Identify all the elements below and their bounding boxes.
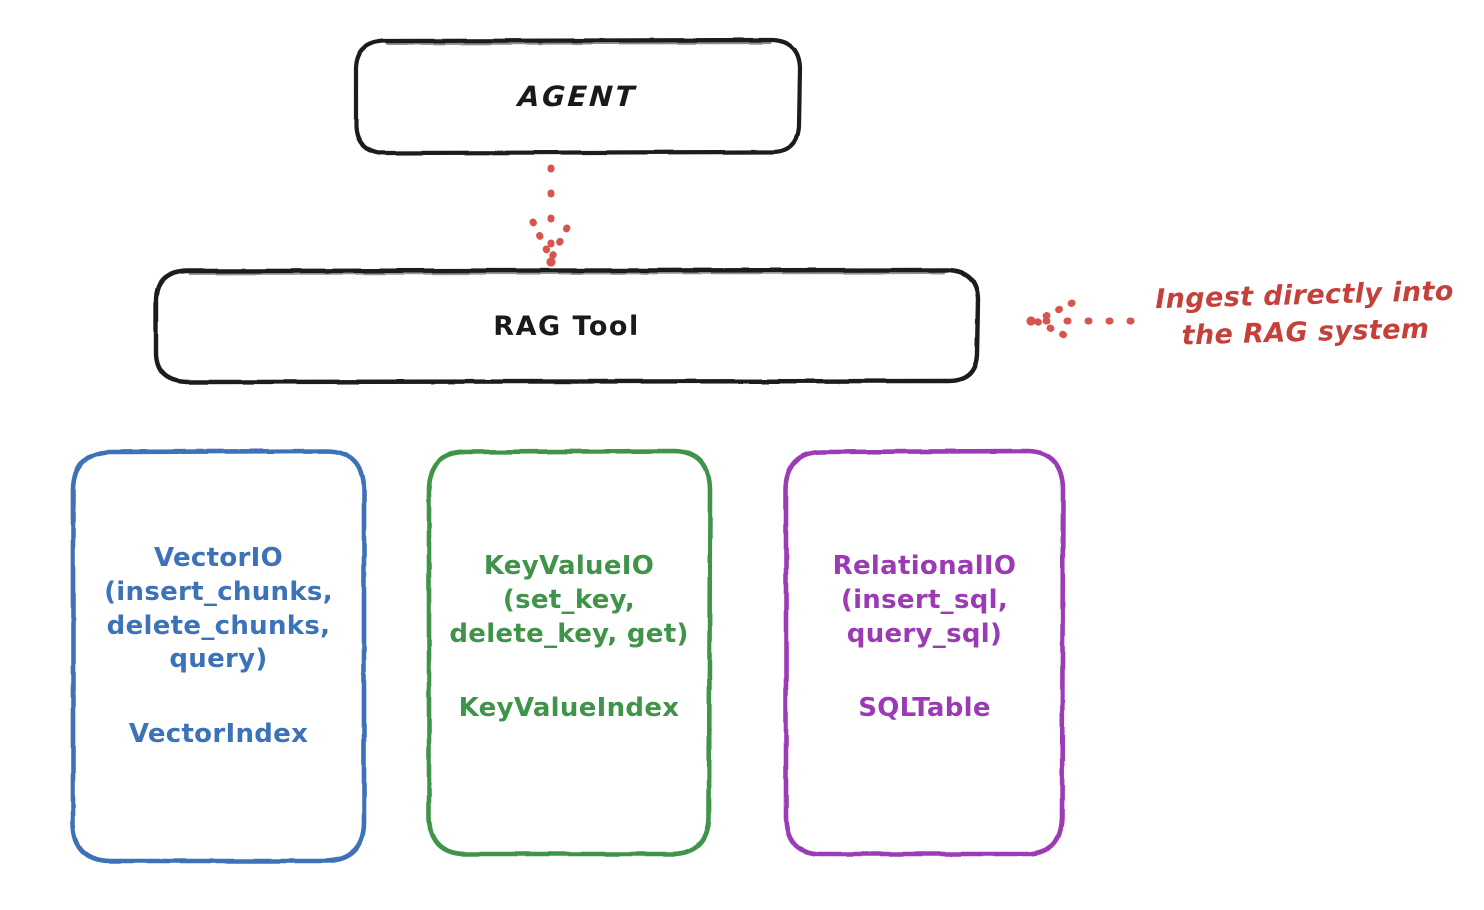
vector-io-api-label: VectorIO (insert_chunks, delete_chunks, …: [104, 543, 333, 675]
key-value-index-label: KeyValueIndex: [458, 693, 680, 724]
relational-io-node[interactable]: RelationalIO (insert_sql, query_sql) SQL…: [786, 450, 1063, 855]
relational-io-content: RelationalIO (insert_sql, query_sql) SQL…: [786, 550, 1063, 723]
connector-agent-to-rag-tool: [529, 164, 574, 267]
sql-table-label: SQLTable: [858, 693, 991, 724]
connector-ingest-into-rag: [1026, 299, 1140, 343]
key-value-io-api-label: KeyValueIO (set_key, delete_key, get): [449, 551, 689, 649]
agent-label: AGENT: [516, 80, 639, 113]
vector-io-content: VectorIO (insert_chunks, delete_chunks, …: [72, 542, 365, 749]
key-value-io-content: KeyValueIO (set_key, delete_key, get) Ke…: [428, 550, 710, 723]
rag-tool-label: RAG Tool: [493, 310, 640, 342]
relational-io-api-label: RelationalIO (insert_sql, query_sql): [832, 551, 1017, 649]
vector-io-node[interactable]: VectorIO (insert_chunks, delete_chunks, …: [72, 450, 365, 862]
vector-index-label: VectorIndex: [128, 719, 309, 750]
rag-tool-node[interactable]: RAG Tool: [155, 270, 978, 382]
ingest-annotation-label: Ingest directly into the RAG system: [1154, 275, 1455, 352]
agent-node[interactable]: AGENT: [355, 40, 800, 153]
key-value-io-node[interactable]: KeyValueIO (set_key, delete_key, get) Ke…: [428, 450, 710, 855]
